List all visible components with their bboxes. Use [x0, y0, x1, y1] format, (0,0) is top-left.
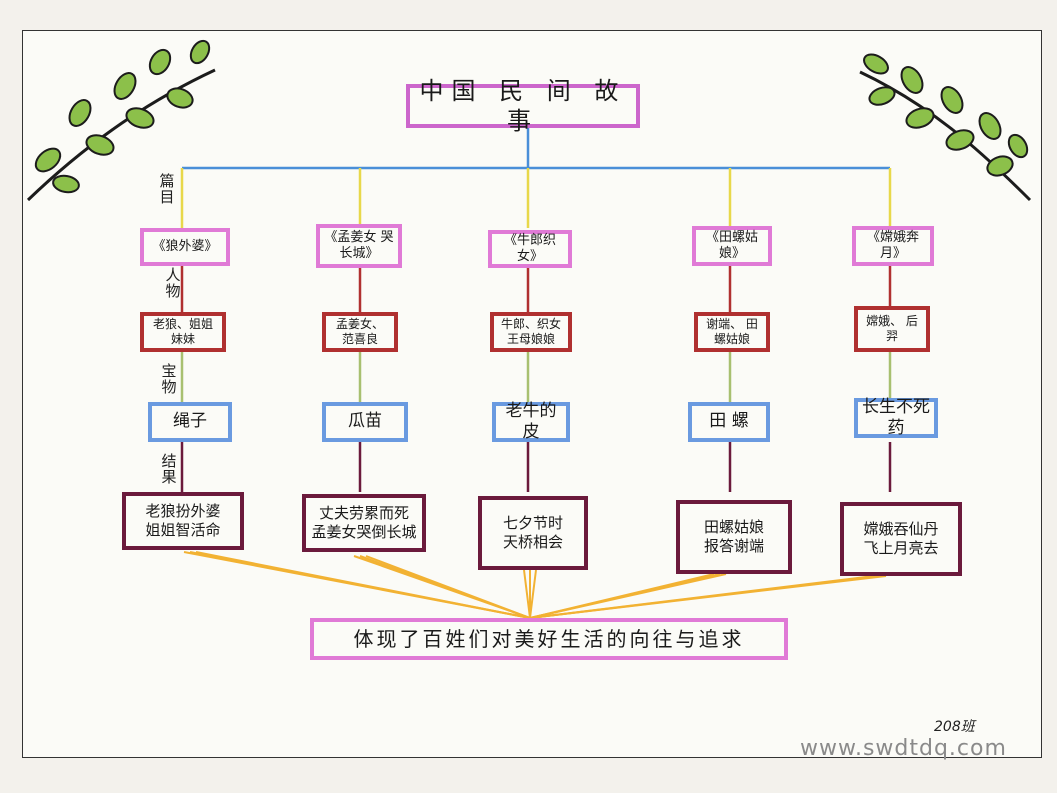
- person-box: 谢端、 田螺姑娘: [694, 312, 770, 352]
- story-title-box: 《田螺姑娘》: [692, 226, 772, 266]
- treasure-box: 绳子: [148, 402, 232, 442]
- fan-connector-line: [529, 575, 887, 619]
- row-label-person: 人物: [165, 266, 181, 300]
- fan-connector-line: [195, 551, 531, 619]
- row-label-ending: 结果: [161, 452, 177, 486]
- ending-box: 田螺姑娘 报答谢端: [676, 500, 792, 574]
- row-label-treasure: 宝物: [161, 362, 177, 396]
- treasure-box: 老牛的皮: [492, 401, 570, 442]
- leaf-branch-right-icon: [859, 53, 1032, 202]
- person-box: 老狼、姐姐 妹妹: [140, 312, 226, 352]
- story-title-box: 《嫦娥奔月》: [852, 226, 934, 266]
- fan-connector-line: [529, 569, 537, 619]
- person-box: 嫦娥、 后羿: [854, 306, 930, 352]
- story-title-box: 《狼外婆》: [140, 228, 230, 266]
- ending-box: 丈夫劳累而死 孟姜女哭倒长城: [302, 494, 426, 552]
- treasure-box: 长生不死药: [854, 397, 938, 438]
- treasure-box: 瓜苗: [322, 402, 408, 442]
- summary-box: 体现了百姓们对美好生活的向往与追求: [310, 618, 788, 660]
- person-box: 牛郎、织女 王母娘娘: [490, 312, 572, 352]
- fan-connector-line: [365, 555, 531, 619]
- row-label-story: 篇目: [159, 172, 175, 206]
- class-label: 208班: [934, 719, 975, 735]
- ending-box: 嫦娥吞仙丹 飞上月亮去: [840, 502, 962, 576]
- fan-connector-line: [529, 573, 727, 619]
- leaf-branch-left-icon: [26, 39, 216, 202]
- watermark: www.swdtdq.com: [800, 736, 1007, 761]
- diagram-title: 中国 民 间 故事: [406, 77, 640, 135]
- story-title-box: 《牛郎织女》: [488, 230, 572, 268]
- ending-box: 老狼扮外婆 姐姐智活命: [122, 492, 244, 550]
- ending-box: 七夕节时 天桥相会: [478, 496, 588, 570]
- treasure-box: 田 螺: [688, 402, 770, 442]
- story-title-box: 《孟姜女 哭长城》: [316, 224, 402, 268]
- person-box: 孟姜女、 范喜良: [322, 312, 398, 352]
